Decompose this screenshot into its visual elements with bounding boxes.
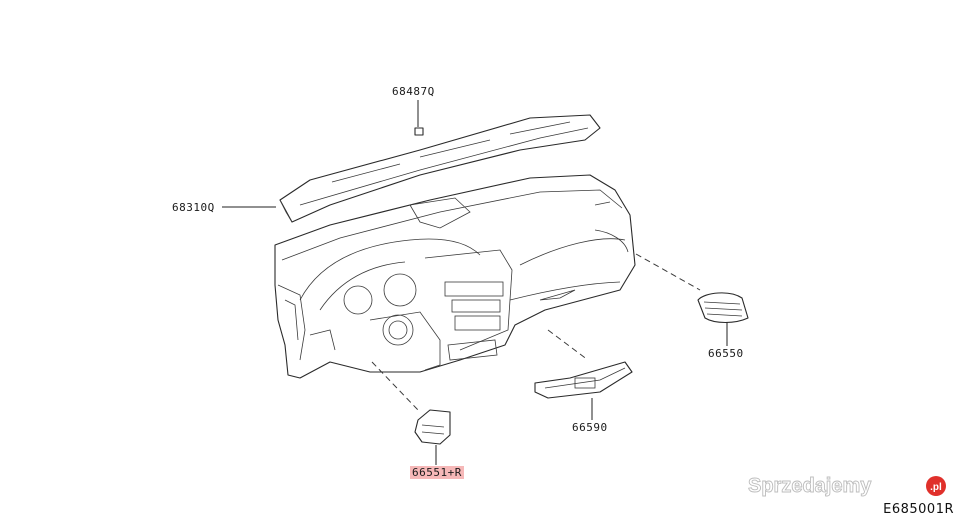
instrument-cluster xyxy=(343,273,441,371)
part-label-68310q: 68310Q xyxy=(172,201,215,214)
part-label-66550: 66550 xyxy=(708,347,744,360)
left-end-structure xyxy=(277,284,336,361)
assembly-dashed-lines xyxy=(371,253,701,411)
watermark: Sprzedajemy .pl xyxy=(748,473,948,499)
watermark-logo: Sprzedajemy .pl xyxy=(748,475,946,497)
part-number: 68310Q xyxy=(172,201,215,214)
part-number: 68487Q xyxy=(392,85,435,98)
vent-66550 xyxy=(697,292,749,324)
part-label-66590: 66590 xyxy=(572,421,608,434)
vent-66590 xyxy=(534,361,633,399)
watermark-text: Sprzedajemy xyxy=(748,475,872,497)
dash-top-pad xyxy=(279,114,601,223)
part-label-68487q: 68487Q xyxy=(392,85,435,98)
clip-part xyxy=(414,127,424,136)
diagram-code: E685001R xyxy=(883,502,954,517)
watermark-badge-icon xyxy=(926,476,946,496)
part-number: 66550 xyxy=(708,347,744,360)
center-stack xyxy=(444,281,504,361)
dashboard-body xyxy=(274,174,636,379)
watermark-suffix: .pl xyxy=(930,482,942,493)
part-label-66551r: 66551+R xyxy=(410,466,464,479)
vent-66551 xyxy=(414,409,451,445)
part-number: 66590 xyxy=(572,421,608,434)
part-number-highlighted: 66551+R xyxy=(410,466,464,479)
leader-lines xyxy=(222,100,728,465)
